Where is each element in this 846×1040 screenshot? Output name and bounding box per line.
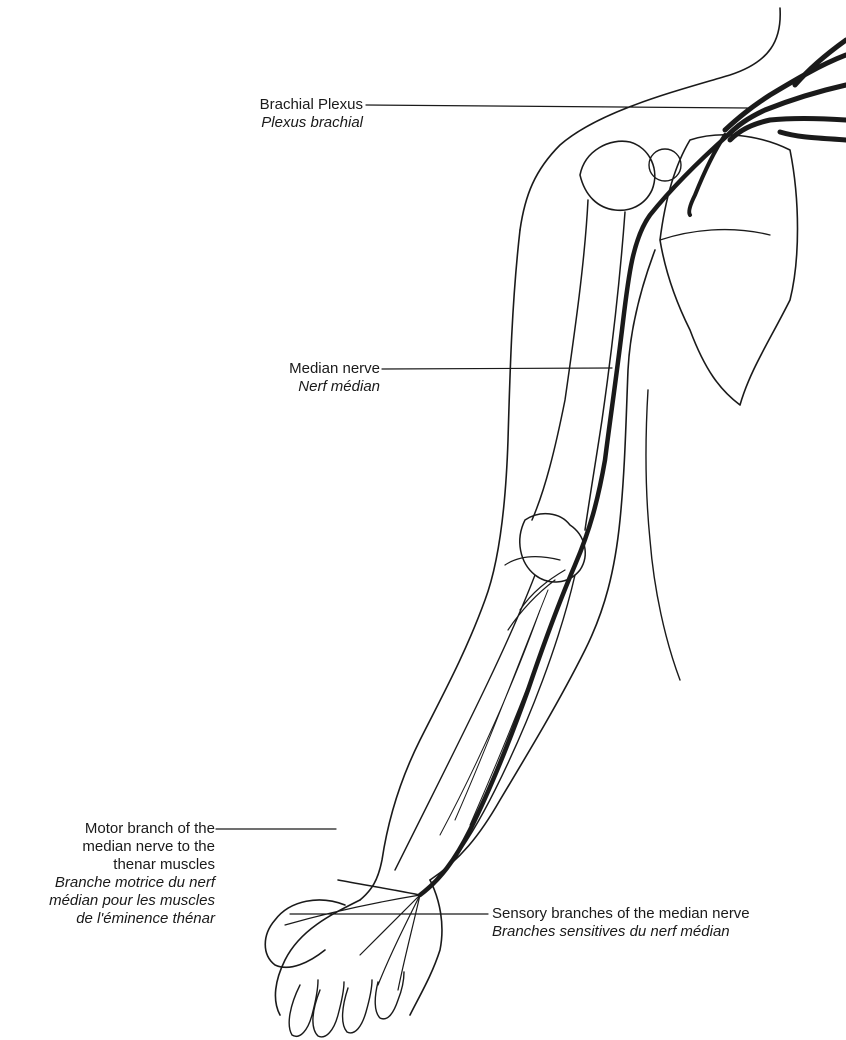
label-brachial-plexus-fr: Plexus brachial (200, 114, 363, 132)
forearm-tendon (455, 590, 548, 820)
median-nerve (420, 135, 728, 895)
leader-brachial-plexus (366, 105, 748, 108)
brachial-plexus-cord (795, 40, 846, 85)
label-sensory-branches: Sensory branches of the median nerve Bra… (492, 905, 832, 941)
nerve-branch (505, 557, 560, 565)
label-brachial-plexus-en: Brachial Plexus (200, 96, 363, 114)
label-motor-branch: Motor branch of the median nerve to the … (10, 820, 215, 928)
arm-outline-lateral (360, 230, 520, 900)
finger-little (375, 972, 404, 1019)
label-median-nerve: Median nerve Nerf médian (200, 360, 380, 396)
label-median-nerve-en: Median nerve (200, 360, 380, 378)
humerus-shaft-lateral (532, 200, 588, 520)
label-brachial-plexus: Brachial Plexus Plexus brachial (200, 96, 363, 132)
leader-median-nerve (382, 368, 612, 369)
label-median-nerve-fr: Nerf médian (200, 378, 380, 396)
scapula (660, 135, 798, 405)
label-motor-branch-en-2: median nerve to the (10, 838, 215, 856)
finger-ring (343, 980, 372, 1033)
label-motor-branch-fr-1: Branche motrice du nerf (10, 874, 215, 892)
label-sensory-branches-fr: Branches sensitives du nerf médian (492, 923, 832, 941)
ulna (450, 575, 575, 865)
label-motor-branch-en-1: Motor branch of the (10, 820, 215, 838)
brachial-plexus-cord (780, 132, 846, 140)
brachial-plexus-branch (689, 135, 725, 215)
label-motor-branch-fr-3: de l'éminence thénar (10, 910, 215, 928)
label-motor-branch-fr-2: médian pour les muscles (10, 892, 215, 910)
elbow-joint (520, 514, 585, 582)
sensory-branch (398, 895, 420, 990)
trunk-outline (646, 390, 680, 680)
label-sensory-branches-en: Sensory branches of the median nerve (492, 905, 832, 923)
sensory-branch (285, 895, 420, 925)
scapula-spine (660, 230, 770, 240)
humerus-head (580, 141, 655, 210)
label-motor-branch-en-3: thenar muscles (10, 856, 215, 874)
motor-branch (338, 880, 420, 895)
sensory-branch (378, 895, 420, 985)
